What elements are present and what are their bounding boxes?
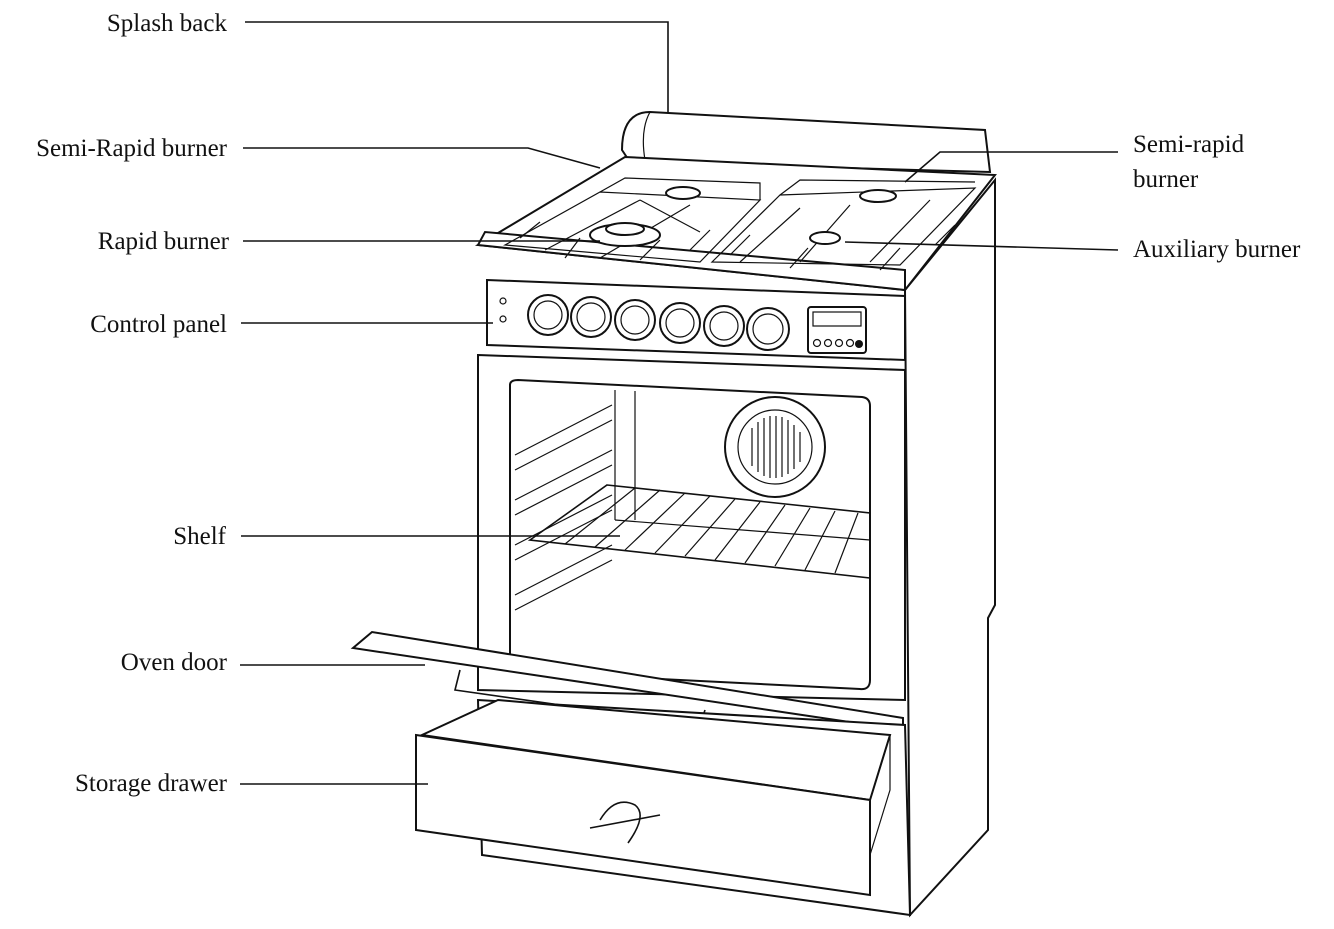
callout-lines [240, 21, 1119, 785]
cooker-side-panel [903, 177, 996, 918]
cooker-illustration [350, 110, 997, 918]
label-rapid-burner: Rapid burner [98, 228, 230, 255]
callout-labels: Splash back Semi-Rapid burner Rapid burn… [36, 10, 1301, 797]
label-auxiliary-burner: Auxiliary burner [1133, 236, 1301, 263]
burner-semi-rapid-right [859, 189, 897, 203]
burner-rapid [589, 222, 661, 247]
storage-drawer [415, 698, 892, 897]
burner-semi-rapid-left [665, 186, 701, 200]
burner-auxiliary [809, 231, 841, 245]
label-control-panel: Control panel [90, 311, 227, 338]
label-splash-back: Splash back [107, 10, 228, 37]
label-semi-rapid-burner-right-line2: burner [1133, 166, 1199, 193]
hob [474, 155, 997, 292]
callout-line-semi-rapid-right [904, 151, 1118, 183]
oven-fan [724, 396, 826, 498]
timer-display [807, 306, 867, 354]
oven-shelf [527, 484, 871, 579]
control-panel [486, 278, 906, 362]
label-storage-drawer: Storage drawer [75, 770, 228, 797]
label-semi-rapid-burner-right-line1: Semi-rapid [1133, 131, 1245, 158]
oven-cavity [509, 378, 871, 691]
label-shelf: Shelf [173, 523, 226, 550]
label-oven-door: Oven door [121, 649, 228, 676]
callout-line-splash-back [245, 21, 669, 112]
splash-back [620, 110, 992, 174]
callout-line-semi-rapid-left [243, 147, 601, 169]
label-semi-rapid-burner-left: Semi-Rapid burner [36, 135, 228, 162]
callout-line-auxiliary [844, 241, 1119, 251]
